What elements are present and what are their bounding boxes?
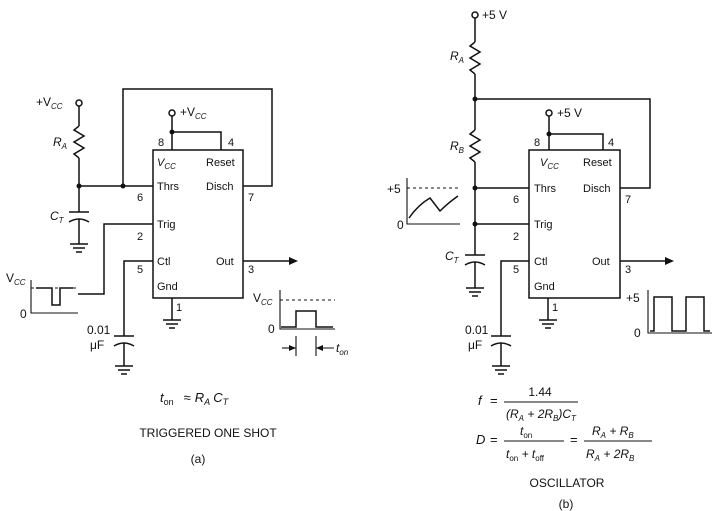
output-pulse-waveform-a [281,310,333,328]
output-square-waveform-b [650,296,710,332]
chip-ctl-label-b: Ctl [534,256,547,268]
capacitor-charge-waveform-b [408,195,459,219]
svg-text:RA + 2RB: RA + 2RB [586,447,635,463]
chip-out-label-a: Out [216,256,234,268]
ground-icon [539,319,557,329]
pin-1-a: 1 [176,302,182,314]
ground-icon [466,287,484,297]
chip-vcc-pin-label-b: VCC [540,157,559,171]
pin-7-a: 7 [248,192,254,204]
output-wave-zero-label-a: 0 [268,322,275,336]
out-wave-top-label-b: +5 [626,291,640,305]
caption-a: (a) [191,452,206,466]
cap-value-a: 0.01 [87,323,111,337]
chip-trig-label-b: Trig [534,219,553,231]
ct-label-b: CT [445,249,460,265]
cap-unit-b: μF [468,338,482,352]
title-a: TRIGGERED ONE SHOT [139,426,277,440]
chip-thrs-label-b: Thrs [534,183,557,195]
pin-8-b: 8 [534,137,540,149]
chip-reset-label-a: Reset [206,157,235,169]
svg-text:D: D [476,432,485,447]
output-arrow-icon-a [289,257,298,265]
output-arrow-icon-b [665,257,674,265]
svg-text:f: f [478,393,483,408]
ra-label-a: RA [53,135,67,151]
svg-text:(RA + 2RB)CT: (RA + 2RB)CT [506,407,577,423]
title-b: OSCILLATOR [530,476,605,490]
vcc-terminal-a [75,99,83,107]
pin-8-a: 8 [158,137,164,149]
pin-6-b: 6 [513,194,519,206]
pin-7-b: 7 [625,194,631,206]
caption-b: (b) [559,497,574,511]
chip-disch-label-b: Disch [583,183,611,195]
resistor-ra-a [72,125,86,159]
ground-icon [492,365,510,375]
chip-reset-label-b: Reset [583,157,612,169]
input-wave-zero-label-a: 0 [20,307,27,321]
ct-label-a: CT [50,209,65,225]
input-wave-vcc-label-a: VCC [6,271,26,287]
ground-icon [70,243,88,253]
ground-icon [115,365,133,375]
svg-text:ton: ton [520,424,532,440]
ic-555-chip-a [152,149,244,299]
cap-unit-a: μF [90,338,104,352]
svg-text:ton + toff: ton + toff [506,447,545,463]
formula-frequency-b: f = 1.44 (RA + 2RB)CT [478,385,578,423]
ra-label-b: RA [450,49,464,65]
ground-icon [163,319,181,329]
pin-5-b: 5 [513,264,519,276]
chip-trig-label-a: Trig [157,219,176,231]
out-wave-zero-label-b: 0 [634,326,641,340]
svg-text:RA + RB: RA + RB [592,424,634,440]
circuit-b: +5 V RA RB +5 0 CT [387,8,712,511]
pin-2-b: 2 [513,231,519,243]
pin-4-a: 4 [228,137,234,149]
cap-wave-top-label-b: +5 [387,182,401,196]
pin-3-b: 3 [625,264,631,276]
chip-gnd-label-a: Gnd [157,281,178,293]
supply-terminal-b [471,11,479,19]
chip-disch-label-a: Disch [206,181,234,193]
cap-value-b: 0.01 [465,323,489,337]
chip-vcc-pin-label-a: VCC [157,157,176,171]
svg-text:=: = [490,432,498,447]
chip-out-label-b: Out [592,256,610,268]
chip-vcc-label-a: +VCC [180,105,207,121]
chip-supply-label-b: +5 V [557,106,582,120]
cap-wave-zero-label-b: 0 [397,218,404,232]
pin-3-a: 3 [248,264,254,276]
chip-ctl-label-a: Ctl [157,256,170,268]
pin-1-b: 1 [552,302,558,314]
chip-thrs-label-a: Thrs [157,181,180,193]
input-pulse-waveform-a [36,287,73,306]
svg-text:1.44: 1.44 [528,385,552,399]
ic-555-chip-b [528,149,621,299]
resistor-ra-b [468,41,482,75]
svg-text:=: = [490,393,498,408]
ton-label-a: ton [336,341,349,357]
pin-6-a: 6 [137,192,143,204]
formula-duty-cycle-b: D = ton ton + toff = RA + RB RA + 2RB [476,424,652,463]
pin-2-a: 2 [137,231,143,243]
chip-gnd-label-b: Gnd [534,281,555,293]
chip-supply-terminal-b [545,109,553,117]
supply-label-b: +5 V [482,8,507,22]
vcc-label-a: +VCC [36,95,63,111]
pin-5-a: 5 [137,264,143,276]
chip-vcc-terminal-a [168,109,176,117]
resistor-rb-b [468,129,482,163]
output-wave-vcc-label-a: VCC [253,291,273,307]
circuit-a: +VCC RA CT +VCC [6,88,349,466]
svg-text:=: = [570,432,578,447]
pin-4-b: 4 [608,137,614,149]
rb-label-b: RB [450,139,465,155]
